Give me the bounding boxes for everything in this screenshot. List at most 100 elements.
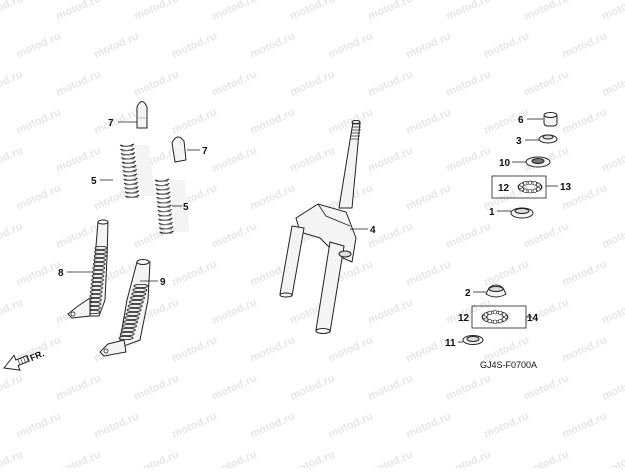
watermark-text: motod.ru xyxy=(560,410,608,440)
watermark-text: motod.ru xyxy=(14,410,62,440)
watermark-text: motod.ru xyxy=(54,144,102,174)
callout-2: 2 xyxy=(465,288,471,299)
watermark-text: motod.ru xyxy=(600,220,625,250)
part-3-washer xyxy=(538,134,558,144)
watermark-text: motod.ru xyxy=(326,106,374,136)
watermark-text: motod.ru xyxy=(444,372,492,402)
watermark-text: motod.ru xyxy=(14,182,62,212)
spring-left xyxy=(119,143,155,199)
watermark-text: motod.ru xyxy=(0,448,25,468)
watermark-text: motod.ru xyxy=(560,334,608,364)
callout-9: 9 xyxy=(160,277,166,288)
watermark-text: motod.ru xyxy=(132,448,180,468)
watermark-text: motod.ru xyxy=(560,258,608,288)
watermark-text: motod.ru xyxy=(600,0,625,23)
watermark-text: motod.ru xyxy=(210,372,258,402)
drawing-code: GJ4S-F0700A xyxy=(480,360,537,370)
watermark-text: motod.ru xyxy=(210,144,258,174)
watermark-text: motod.ru xyxy=(366,0,414,23)
watermark-text: motod.ru xyxy=(248,182,296,212)
callout-7-left: 7 xyxy=(108,118,114,129)
watermark-text: motod.ru xyxy=(522,68,570,98)
callout-12-lower: 12 xyxy=(458,313,470,324)
part-1-race xyxy=(510,207,534,219)
fork-leg-left xyxy=(67,219,109,319)
cap-left xyxy=(136,101,148,129)
watermark-text: motod.ru xyxy=(522,372,570,402)
bracket-box-upper xyxy=(491,175,547,199)
watermark-text: motod.ru xyxy=(560,30,608,60)
watermark-text: motod.ru xyxy=(170,106,218,136)
watermark-text: motod.ru xyxy=(0,372,25,402)
watermark-text: motod.ru xyxy=(404,258,452,288)
watermark-text: motod.ru xyxy=(248,106,296,136)
watermark-text: motod.ru xyxy=(444,68,492,98)
front-fork-assembly xyxy=(279,120,361,334)
watermark-text: motod.ru xyxy=(132,220,180,250)
watermark-text: motod.ru xyxy=(404,30,452,60)
watermark-text: motod.ru xyxy=(444,144,492,174)
watermark-text: motod.ru xyxy=(0,296,25,326)
watermark-text: motod.ru xyxy=(170,30,218,60)
watermark-text: motod.ru xyxy=(92,410,140,440)
watermark-text: motod.ru xyxy=(54,68,102,98)
watermark-text: motod.ru xyxy=(326,30,374,60)
watermark-text: motod.ru xyxy=(92,30,140,60)
watermark-text: motod.ru xyxy=(132,68,180,98)
watermark-text: motod.ru xyxy=(210,0,258,23)
part-11-seal xyxy=(462,335,484,345)
callout-7-right: 7 xyxy=(202,146,208,157)
watermark-text: motod.ru xyxy=(132,0,180,23)
cap-right xyxy=(171,136,187,163)
watermark-text: motod.ru xyxy=(522,448,570,468)
watermark-text: motod.ru xyxy=(248,334,296,364)
watermark-text: motod.ru xyxy=(0,0,25,23)
watermark-text: motod.ru xyxy=(14,106,62,136)
watermark-text: motod.ru xyxy=(600,296,625,326)
watermark-text: motod.ru xyxy=(522,220,570,250)
watermark-text: motod.ru xyxy=(366,372,414,402)
watermark-text: motod.ru xyxy=(600,68,625,98)
watermark-text: motod.ru xyxy=(482,30,530,60)
watermark-text: motod.ru xyxy=(482,258,530,288)
watermark-text: motod.ru xyxy=(54,0,102,23)
watermark-text: motod.ru xyxy=(210,448,258,468)
watermark-text: motod.ru xyxy=(600,448,625,468)
watermark-text: motod.ru xyxy=(366,448,414,468)
leader-lines xyxy=(67,118,558,343)
watermark-text: motod.ru xyxy=(522,0,570,23)
watermark-text: motod.ru xyxy=(0,68,25,98)
watermark-text: motod.ru xyxy=(248,410,296,440)
callout-8: 8 xyxy=(58,268,64,279)
fork-leg-right xyxy=(99,259,151,357)
watermark-text: motod.ru xyxy=(404,182,452,212)
callout-1: 1 xyxy=(489,207,495,218)
callout-3: 3 xyxy=(516,136,522,147)
callout-12-upper: 12 xyxy=(498,183,510,194)
watermark-text: motod.ru xyxy=(366,68,414,98)
watermark-text: motod.ru xyxy=(326,334,374,364)
watermark-text: motod.ru xyxy=(170,258,218,288)
watermark-text: motod.ru xyxy=(170,334,218,364)
watermark-text: motod.ru xyxy=(288,68,336,98)
callouts: 7 7 5 5 8 9 4 6 3 10 12 13 1 2 12 14 11 xyxy=(58,115,572,349)
watermark-text: motod.ru xyxy=(404,410,452,440)
watermark-text: motod.ru xyxy=(170,410,218,440)
watermark-text: motod.ru xyxy=(210,68,258,98)
callout-6: 6 xyxy=(518,115,524,126)
part-6-nut xyxy=(543,112,558,127)
callout-4: 4 xyxy=(370,225,376,236)
watermark-text: motod.ru xyxy=(326,410,374,440)
callout-5-left: 5 xyxy=(91,176,97,187)
watermark-text: motod.ru xyxy=(248,30,296,60)
watermark-text: motod.ru xyxy=(132,372,180,402)
watermark-text: motod.ru xyxy=(14,30,62,60)
watermark-text: motod.ru xyxy=(0,220,25,250)
watermark-text: motod.ru xyxy=(600,144,625,174)
watermark-text: motod.ru xyxy=(444,0,492,23)
watermark-text: motod.ru xyxy=(288,144,336,174)
watermark-text: motod.ru xyxy=(210,220,258,250)
watermark-text: motod.ru xyxy=(288,0,336,23)
